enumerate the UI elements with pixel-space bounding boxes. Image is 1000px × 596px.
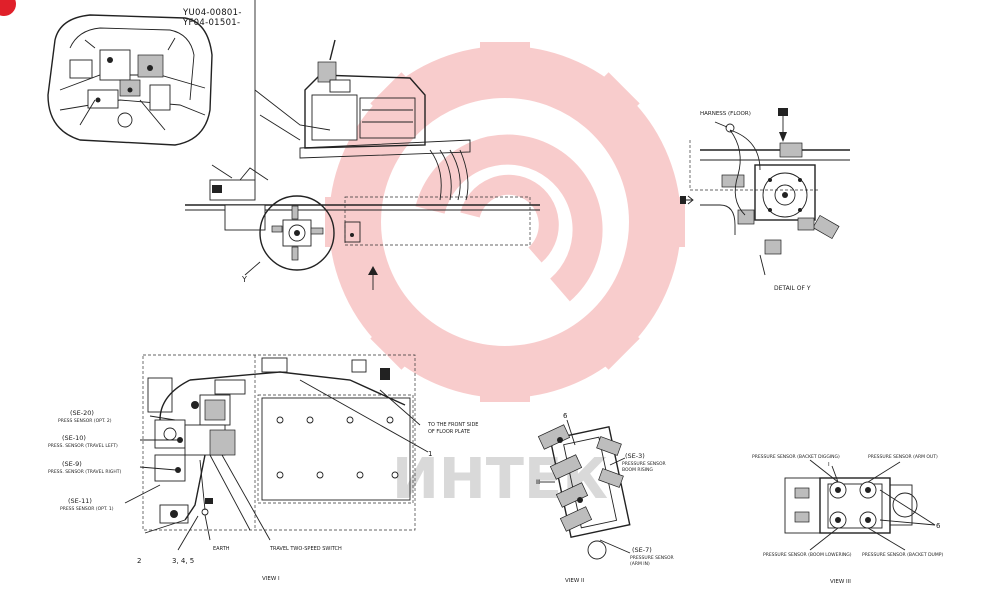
se7-desc-2: (ARM IN) [630, 561, 650, 567]
earth-label: EARTH [213, 546, 230, 552]
view-3-drawing [784, 459, 936, 551]
view2-callout-6: 6 [563, 412, 568, 420]
harness-floor-label: HARNESS (FLOOR) [700, 111, 751, 117]
se10-desc: PRESS. SENSOR (TRAVEL LEFT) [48, 443, 118, 449]
front-side-label-2: OF FLOOR PLATE [428, 429, 470, 435]
se7-code: (SE-7) [632, 546, 652, 554]
se3-desc-1: PRESSURE SENSOR [622, 461, 666, 467]
view3-title: VIEW III [830, 579, 851, 585]
se20-desc: PRESS SENSOR (OPT. 2) [58, 418, 112, 424]
corner-badge [0, 0, 16, 16]
se9-code: (SE-9) [62, 460, 82, 468]
view1-callout-345: 3, 4, 5 [172, 557, 194, 565]
floor-side-view-drawing [185, 39, 540, 290]
se3-code: (SE-3) [625, 452, 645, 460]
bracket-dump-label: PRESSURE SENSOR (BACKET DUMP) [862, 552, 943, 558]
view1-callout-2: 2 [137, 557, 141, 565]
se7-desc-1: PRESSURE SENSOR [630, 555, 674, 561]
callout-y: Y [241, 275, 247, 284]
se3-desc-2: BOOM RISING [622, 467, 653, 473]
view2-marker: Ⅲ [536, 479, 540, 486]
front-side-label-1: TO THE FRONT SIDE [427, 422, 478, 428]
view3-callout-6: 6 [936, 522, 941, 530]
boom-lowering-label: PRESSURE SENSOR (BOOM LOWERING) [763, 552, 852, 558]
se11-code: (SE-11) [68, 497, 92, 505]
se11-desc: PRESS SENSOR (OPT. 1) [60, 506, 114, 512]
travel-switch-label: TRAVEL TWO-SPEED SWITCH [269, 546, 342, 552]
view1-title: VIEW I [262, 576, 280, 582]
view3-marker: Ⅰ [828, 462, 830, 468]
watermark-gear-logo [325, 42, 685, 402]
view2-title: VIEW II [565, 578, 585, 584]
view-2-drawing [537, 419, 631, 560]
se20-code: (SE-20) [70, 409, 94, 417]
se9-desc: PRESS. SENSOR (TRAVEL RIGHT) [48, 469, 121, 475]
excavator-cab-drawing [47, 14, 213, 146]
detail-of-y-title: DETAIL OF Y [774, 285, 811, 292]
bracket-digging-label: PRESSURE SENSOR (BACKET DIGGING) [752, 454, 840, 460]
serial-number-2: YF04-01501- [183, 18, 241, 28]
serial-number-1: YU04-00801- [183, 8, 242, 18]
detail-of-y-drawing [680, 108, 850, 276]
view1-callout-1: 1 [428, 450, 432, 458]
arm-out-label: PRESSURE SENSOR (ARM OUT) [868, 454, 938, 460]
se10-code: (SE-10) [62, 434, 86, 442]
view-1-drawing [124, 354, 429, 551]
